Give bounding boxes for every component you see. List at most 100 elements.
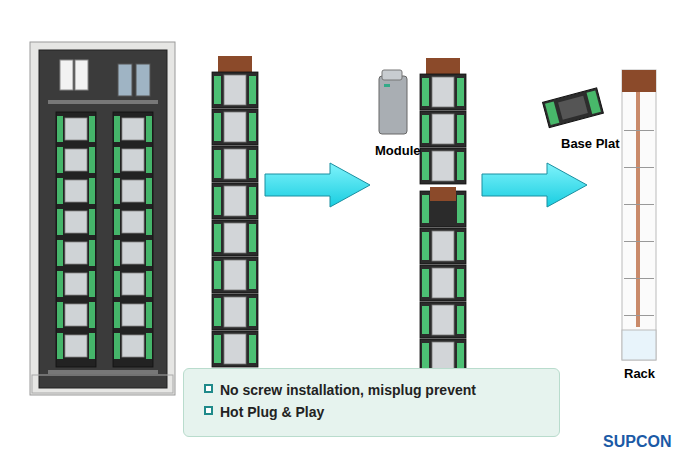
din-rail bbox=[48, 100, 158, 104]
terminal-strip bbox=[422, 195, 429, 223]
cabinet-frame bbox=[30, 42, 175, 395]
io-module bbox=[224, 260, 246, 290]
io-module bbox=[65, 242, 87, 264]
rack-slot-line bbox=[624, 167, 654, 168]
rack-slot-line bbox=[624, 278, 654, 279]
terminal-strip bbox=[89, 178, 95, 204]
terminal-strip bbox=[114, 178, 120, 204]
module-picture bbox=[379, 76, 407, 134]
terminal-strip bbox=[422, 269, 429, 297]
terminal-strip bbox=[146, 209, 152, 235]
io-module bbox=[65, 335, 87, 357]
terminal-strip bbox=[457, 232, 464, 260]
io-module bbox=[122, 211, 144, 233]
base-plate bbox=[212, 331, 258, 367]
base-plate bbox=[420, 302, 466, 338]
terminal-strip bbox=[89, 116, 95, 142]
terminal-strip bbox=[57, 147, 63, 173]
rack-slot-line bbox=[624, 204, 654, 205]
terminal-strip bbox=[114, 333, 120, 359]
terminal-strip bbox=[214, 113, 221, 141]
terminal-strip bbox=[114, 302, 120, 328]
io-module bbox=[65, 304, 87, 326]
base-plate bbox=[212, 72, 258, 108]
terminal-strip bbox=[457, 343, 464, 371]
terminal-strip bbox=[249, 113, 256, 141]
io-module bbox=[65, 273, 87, 295]
cabinet-base bbox=[32, 375, 173, 393]
terminal-strip bbox=[457, 306, 464, 334]
terminal-strip bbox=[146, 147, 152, 173]
terminal-strip bbox=[214, 298, 221, 326]
terminal-strip bbox=[214, 187, 221, 215]
part-name: Module bbox=[375, 143, 421, 158]
terminal-strip bbox=[422, 232, 429, 260]
io-module bbox=[122, 149, 144, 171]
terminal-strip bbox=[146, 116, 152, 142]
rack bbox=[622, 70, 656, 360]
terminal-strip bbox=[249, 298, 256, 326]
cabinet-interior bbox=[39, 50, 167, 388]
io-module bbox=[65, 149, 87, 171]
terminal-strip bbox=[422, 343, 429, 371]
bus-terminator bbox=[218, 56, 252, 72]
io-module bbox=[224, 112, 246, 142]
io-module bbox=[122, 242, 144, 264]
terminal-strip bbox=[214, 224, 221, 252]
terminal-strip bbox=[89, 302, 95, 328]
terminal-strip bbox=[57, 116, 63, 142]
base-plate bbox=[420, 111, 466, 147]
terminal-strip bbox=[422, 115, 429, 143]
terminal-strip bbox=[57, 333, 63, 359]
terminal-strip bbox=[146, 178, 152, 204]
terminal-strip bbox=[114, 240, 120, 266]
terminal-strip bbox=[57, 209, 63, 235]
terminal-strip bbox=[114, 209, 120, 235]
part-name: Base Plat bbox=[561, 136, 620, 151]
power-supply bbox=[75, 60, 88, 90]
terminal-strip bbox=[214, 76, 221, 104]
din-rail bbox=[48, 370, 158, 374]
rack-slot-line bbox=[624, 315, 654, 316]
io-module bbox=[65, 118, 87, 140]
terminal-strip bbox=[422, 306, 429, 334]
terminal-strip bbox=[214, 335, 221, 363]
network-switch bbox=[118, 64, 132, 96]
terminal-strip bbox=[146, 271, 152, 297]
terminal-strip bbox=[89, 240, 95, 266]
terminal-strip bbox=[249, 187, 256, 215]
terminal-strip bbox=[146, 333, 152, 359]
io-module bbox=[432, 305, 454, 335]
io-module bbox=[224, 223, 246, 253]
terminal-strip bbox=[249, 261, 256, 289]
terminal-strip bbox=[457, 152, 464, 180]
terminal-strip bbox=[249, 335, 256, 363]
module-picture bbox=[382, 70, 402, 80]
terminal-strip bbox=[249, 224, 256, 252]
io-module bbox=[224, 75, 246, 105]
io-module bbox=[65, 211, 87, 233]
base-plate bbox=[212, 294, 258, 330]
rack-bus bbox=[636, 92, 640, 327]
io-module bbox=[122, 335, 144, 357]
base-plate bbox=[420, 265, 466, 301]
base-plate bbox=[212, 109, 258, 145]
terminal-strip bbox=[214, 261, 221, 289]
rack-terminator bbox=[622, 70, 656, 92]
terminal-strip bbox=[249, 76, 256, 104]
io-module bbox=[224, 186, 246, 216]
terminal-strip bbox=[57, 178, 63, 204]
terminal-strip bbox=[457, 195, 464, 223]
terminal-strip bbox=[57, 271, 63, 297]
flow-arrow bbox=[265, 163, 370, 207]
terminal-strip bbox=[214, 150, 221, 178]
terminal-strip bbox=[422, 78, 429, 106]
terminal-strip bbox=[57, 302, 63, 328]
checkbox-symbol bbox=[204, 406, 213, 415]
base-plate bbox=[212, 257, 258, 293]
rack-slot-line bbox=[624, 241, 654, 242]
bus-connector bbox=[430, 187, 456, 201]
terminal-strip bbox=[89, 333, 95, 359]
bus-terminator bbox=[426, 58, 460, 74]
terminal-strip bbox=[249, 150, 256, 178]
